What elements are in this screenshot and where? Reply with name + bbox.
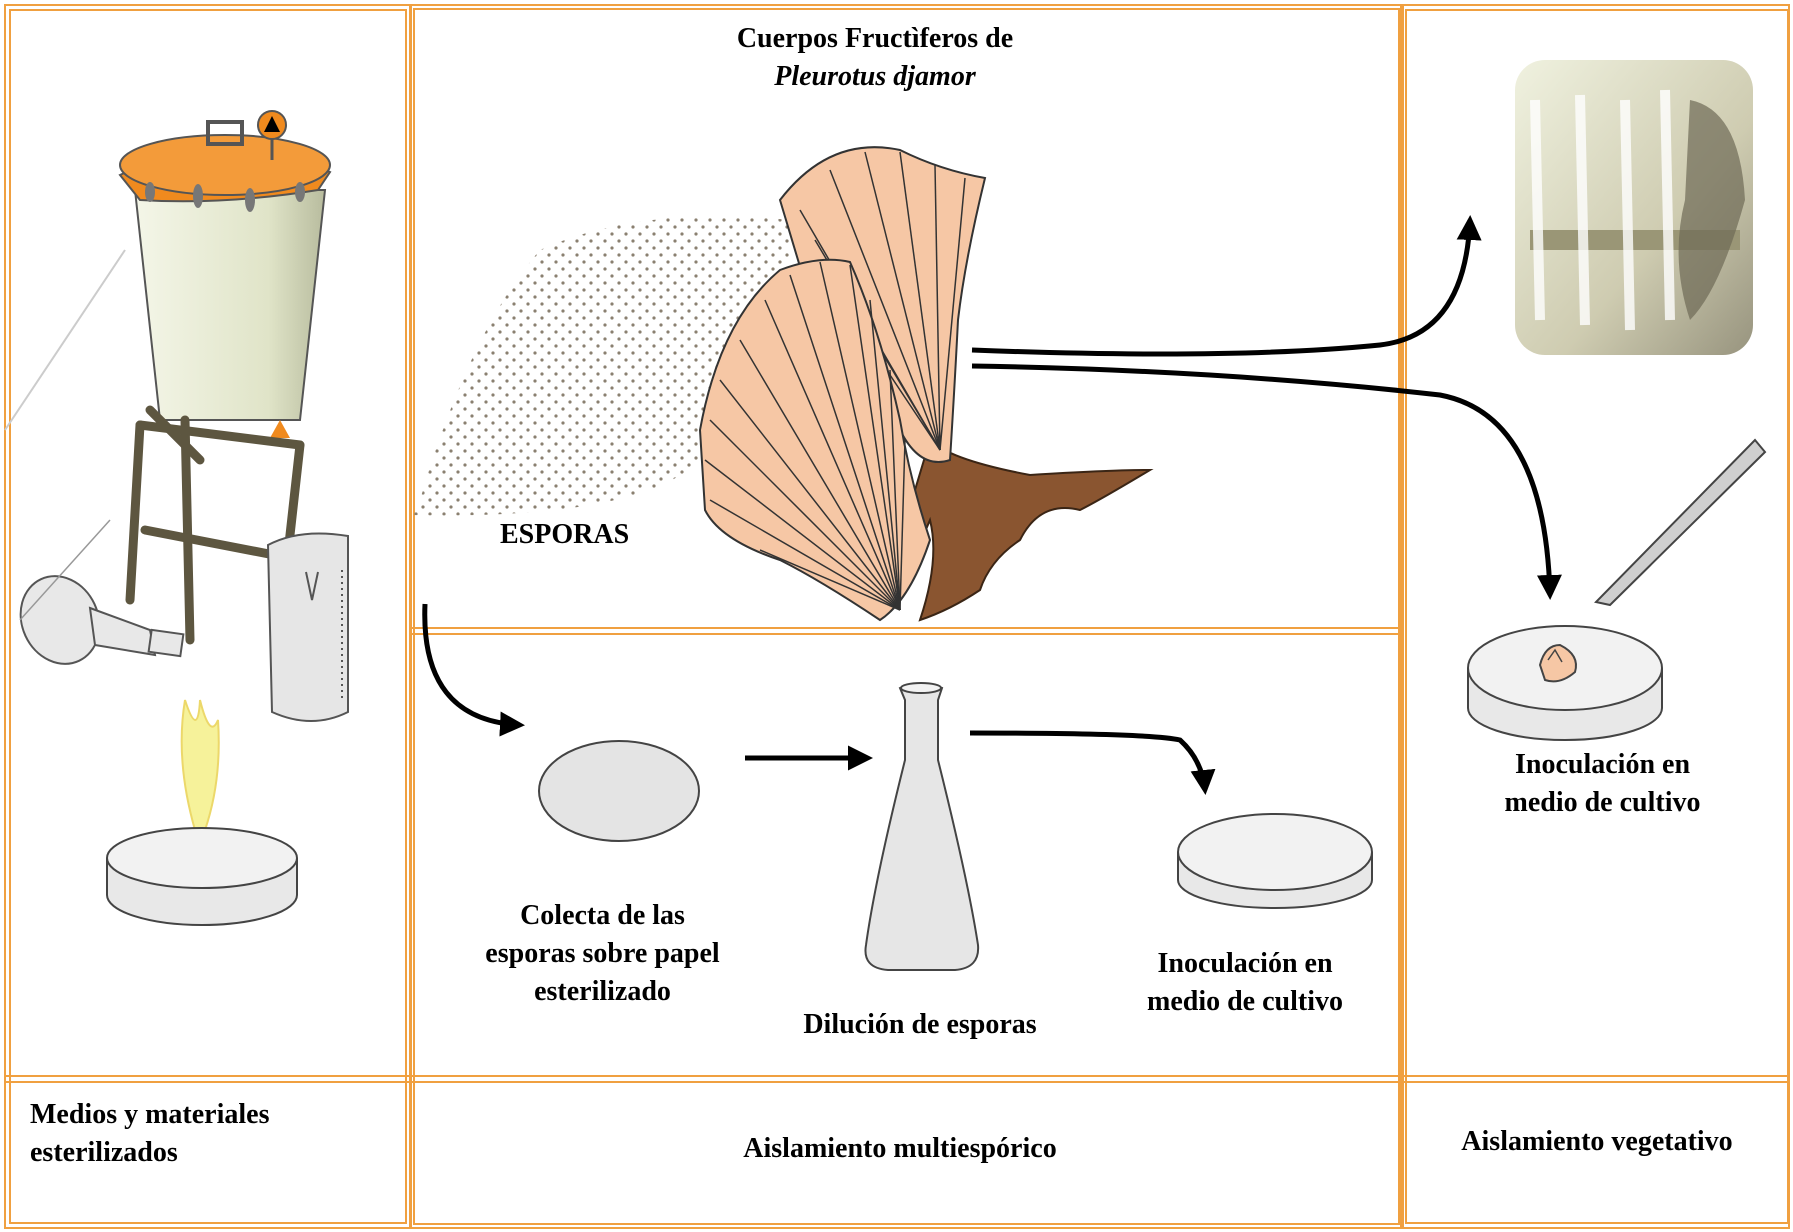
section-left-line1: Medios y materiales: [30, 1096, 270, 1134]
esporas-label: ESPORAS: [500, 516, 629, 554]
section-right-label: Aislamiento vegetativo: [1412, 1123, 1782, 1161]
inoc-center-line1: Inoculación en: [1115, 945, 1375, 983]
erlenmeyer-flask-icon: [865, 683, 978, 970]
section-center-label: Aislamiento multiespórico: [660, 1130, 1140, 1168]
collect-label: Colecta de las esporas sobre papel ester…: [450, 897, 755, 1010]
petri-dish-icon: [107, 828, 297, 925]
flame-icon: [182, 700, 219, 830]
section-left-line2: esterilizados: [30, 1134, 270, 1172]
filter-paper-icon: [539, 741, 699, 841]
inoc-right-line2: medio de cultivo: [1470, 784, 1735, 822]
title-line1: Cuerpos Fructìferos de: [680, 20, 1070, 58]
title-line2-species: Pleurotus djamor: [680, 58, 1070, 96]
title: Cuerpos Fructìferos de Pleurotus djamor: [680, 20, 1070, 96]
collect-line2: esporas sobre papel: [450, 935, 755, 973]
test-tubes-photo-icon: [1515, 60, 1753, 355]
inoc-center-line2: medio de cultivo: [1115, 983, 1375, 1021]
inoculation-center-label: Inoculación en medio de cultivo: [1115, 945, 1375, 1021]
bunsen-burner-icon: [7, 520, 184, 677]
collect-line3: esterilizado: [450, 973, 755, 1011]
inoculation-right-label: Inoculación en medio de cultivo: [1470, 746, 1735, 822]
autoclave-icon: [5, 111, 330, 438]
petri-dish-icon: [1178, 814, 1372, 908]
petri-dish-icon: [1468, 626, 1662, 740]
scalpel-icon: [1596, 440, 1765, 605]
dilution-label: Dilución de esporas: [775, 1006, 1065, 1044]
inoc-right-line1: Inoculación en: [1470, 746, 1735, 784]
graduated-beaker-icon: [268, 533, 348, 721]
section-left-label: Medios y materiales esterilizados: [30, 1096, 270, 1172]
collect-line1: Colecta de las: [450, 897, 755, 935]
